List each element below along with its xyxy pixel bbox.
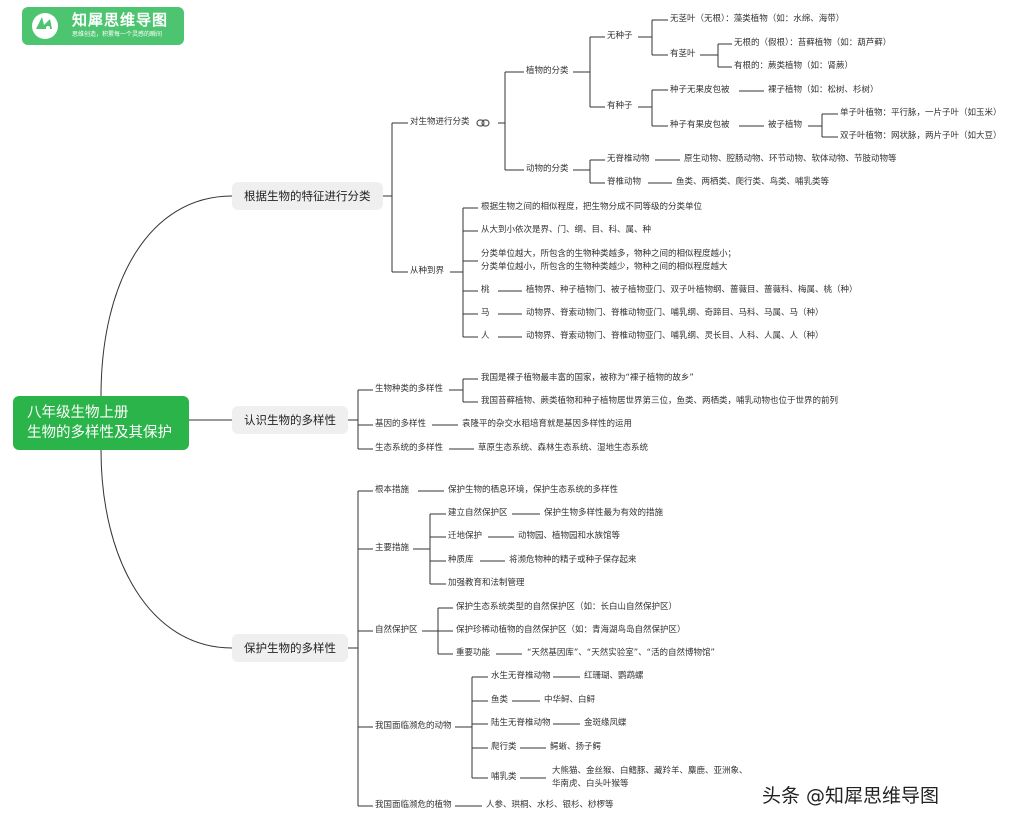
node-monocot[interactable]: 单子叶植物：平行脉，一片子叶（如玉米） <box>840 108 1002 118</box>
node-gene-diversity[interactable]: 基因的多样性 <box>375 419 427 429</box>
node-angiosperm[interactable]: 被子植物 <box>768 120 803 130</box>
branch-classification[interactable]: 根据生物的特征进行分类 <box>232 182 383 210</box>
logo-slogan: 思维创造，积累每一个灵感的瞬间 <box>72 31 163 38</box>
node-m3[interactable]: 种质库 <box>448 555 474 565</box>
node-m2d[interactable]: 动物园、植物园和水族馆等 <box>518 531 621 541</box>
node-a3[interactable]: 陆生无脊椎动物 <box>491 718 551 728</box>
node-basic1[interactable]: 保护生物的栖息环境，保护生态系统的多样性 <box>448 485 619 495</box>
node-r3d[interactable]: “天然基因库”、“天然实验室”、“活的自然博物馆” <box>527 648 715 658</box>
node-naked-seed[interactable]: 种子无果皮包被 <box>670 85 730 95</box>
node-k3[interactable]: 分类单位越大，所包含的生物种类越多，物种之间的相似程度越小； 分类单位越小，所包… <box>481 248 736 274</box>
node-a4[interactable]: 爬行类 <box>491 742 517 752</box>
node-vertebrate-list[interactable]: 鱼类、两栖类、爬行类、鸟类、哺乳类等 <box>676 177 830 187</box>
node-eco1[interactable]: 草原生态系统、森林生态系统、湿地生态系统 <box>478 443 649 453</box>
logo: 知犀思维导图 思维创造，积累每一个灵感的瞬间 <box>22 7 184 45</box>
node-sp1[interactable]: 我国是裸子植物最丰富的国家，被称为“裸子植物的故乡” <box>481 373 694 383</box>
node-k3-line2: 分类单位越小，所包含的生物种类越少，物种之间的相似程度越大 <box>481 262 728 272</box>
node-animals[interactable]: 动物的分类 <box>526 164 569 174</box>
node-dicot[interactable]: 双子叶植物：网状脉，两片子叶（如大豆） <box>840 131 1002 141</box>
node-plants[interactable]: 植物的分类 <box>526 66 569 76</box>
node-gymnosperm[interactable]: 裸子植物（如：松树、杉树） <box>768 85 879 95</box>
node-gene1[interactable]: 袁隆平的杂交水稻培育就是基因多样性的运用 <box>462 419 633 429</box>
node-sp2[interactable]: 我国苔藓植物、蕨类植物和种子植物居世界第三位，鱼类、两栖类，哺乳动物也位于世界的… <box>481 396 839 406</box>
node-no-root[interactable]: 无根的（假根）：苔藓植物（如：葫芦藓） <box>734 38 892 48</box>
node-m3d[interactable]: 将濒危物种的精子或种子保存起来 <box>509 555 637 565</box>
node-a2[interactable]: 鱼类 <box>491 695 509 705</box>
node-invertebrate[interactable]: 无脊椎动物 <box>607 154 650 164</box>
node-k1[interactable]: 根据生物之间的相似程度，把生物分成不同等级的分类单位 <box>481 202 703 212</box>
link-icon <box>476 119 490 127</box>
node-peach-list[interactable]: 植物界、种子植物门、被子植物亚门、双子叶植物纲、蔷薇目、蔷薇科、梅属、桃（种） <box>526 285 858 295</box>
node-a2d[interactable]: 中华鲟、白鲟 <box>544 695 596 705</box>
node-m2[interactable]: 迁地保护 <box>448 531 483 541</box>
node-no-seed[interactable]: 无种子 <box>607 31 633 41</box>
watermark: 头条 @知犀思维导图 <box>762 785 940 807</box>
node-k2[interactable]: 从大到小依次是界、门、纲、目、科、属、种 <box>481 225 652 235</box>
node-a1[interactable]: 水生无脊椎动物 <box>491 671 551 681</box>
node-basic-measure[interactable]: 根本措施 <box>375 485 410 495</box>
logo-name: 知犀思维导图 <box>72 11 169 29</box>
node-species-to-kingdom[interactable]: 从种到界 <box>410 266 445 276</box>
node-a4d[interactable]: 鳄蜥、扬子鳄 <box>550 742 602 752</box>
node-horse[interactable]: 马 <box>481 308 490 318</box>
rhino-icon <box>32 13 58 39</box>
node-endangered-animals[interactable]: 我国面临濒危的动物 <box>375 721 452 731</box>
node-peach[interactable]: 桃 <box>481 285 490 295</box>
node-endangered-plants[interactable]: 我国面临濒危的植物 <box>375 800 452 810</box>
node-human[interactable]: 人 <box>481 331 490 341</box>
node-m4[interactable]: 加强教育和法制管理 <box>448 578 525 588</box>
node-horse-list[interactable]: 动物界、脊索动物门、脊椎动物亚门、哺乳纲、奇蹄目、马科、马属、马（种） <box>526 308 824 318</box>
node-r1[interactable]: 保护生态系统类型的自然保护区（如：长白山自然保护区） <box>456 602 678 612</box>
node-human-list[interactable]: 动物界、脊索动物门、脊椎动物亚门、哺乳纲、灵长目、人科、人属、人（种） <box>526 331 824 341</box>
node-has-stem-leaf[interactable]: 有茎叶 <box>670 49 696 59</box>
branch-protect-diversity[interactable]: 保护生物的多样性 <box>232 634 348 662</box>
node-m1[interactable]: 建立自然保护区 <box>448 508 508 518</box>
node-k3-line1: 分类单位越大，所包含的生物种类越多，物种之间的相似程度越小； <box>481 249 737 259</box>
node-a5d[interactable]: 大熊猫、金丝猴、白鳍豚、藏羚羊、麋鹿、亚洲象、 华南虎、白头叶猴等 <box>552 765 748 791</box>
node-a1d[interactable]: 红珊瑚、鹦鹉螺 <box>584 671 644 681</box>
node-vertebrate[interactable]: 脊椎动物 <box>607 177 642 187</box>
root-title-line1: 八年级生物上册 <box>27 405 129 421</box>
node-covered-seed[interactable]: 种子有果皮包被 <box>670 120 730 130</box>
branch-recognize-diversity[interactable]: 认识生物的多样性 <box>232 406 348 434</box>
root-node[interactable]: 八年级生物上册 生物的多样性及其保护 <box>13 396 189 450</box>
node-a5d-line1: 大熊猫、金丝猴、白鳍豚、藏羚羊、麋鹿、亚洲象、 <box>552 766 748 776</box>
root-title-line2: 生物的多样性及其保护 <box>27 425 172 441</box>
node-classify[interactable]: 对生物进行分类 <box>410 117 470 127</box>
node-p1[interactable]: 人参、珙桐、水杉、银杉、桫椤等 <box>486 800 614 810</box>
node-a5[interactable]: 哺乳类 <box>491 772 517 782</box>
node-r2[interactable]: 保护珍稀动植物的自然保护区（如：青海湖鸟岛自然保护区） <box>456 625 686 635</box>
node-invertebrate-list[interactable]: 原生动物、腔肠动物、环节动物、软体动物、节肢动物等 <box>684 154 897 164</box>
node-a5d-line2: 华南虎、白头叶猴等 <box>552 779 629 789</box>
node-species-diversity[interactable]: 生物种类的多样性 <box>375 384 444 394</box>
node-has-root[interactable]: 有根的：蕨类植物（如：肾蕨） <box>734 61 854 71</box>
node-r3[interactable]: 重要功能 <box>456 648 491 658</box>
node-m1d[interactable]: 保护生物多样性最为有效的措施 <box>544 508 664 518</box>
node-main-measures[interactable]: 主要措施 <box>375 543 410 553</box>
node-has-seed[interactable]: 有种子 <box>607 101 633 111</box>
node-nature-reserve[interactable]: 自然保护区 <box>375 625 418 635</box>
node-a3d[interactable]: 金斑缘凤蝶 <box>584 718 627 728</box>
node-eco-diversity[interactable]: 生态系统的多样性 <box>375 443 444 453</box>
node-no-stem-leaf[interactable]: 无茎叶（无根）：藻类植物（如：水绵、海带） <box>670 14 845 24</box>
